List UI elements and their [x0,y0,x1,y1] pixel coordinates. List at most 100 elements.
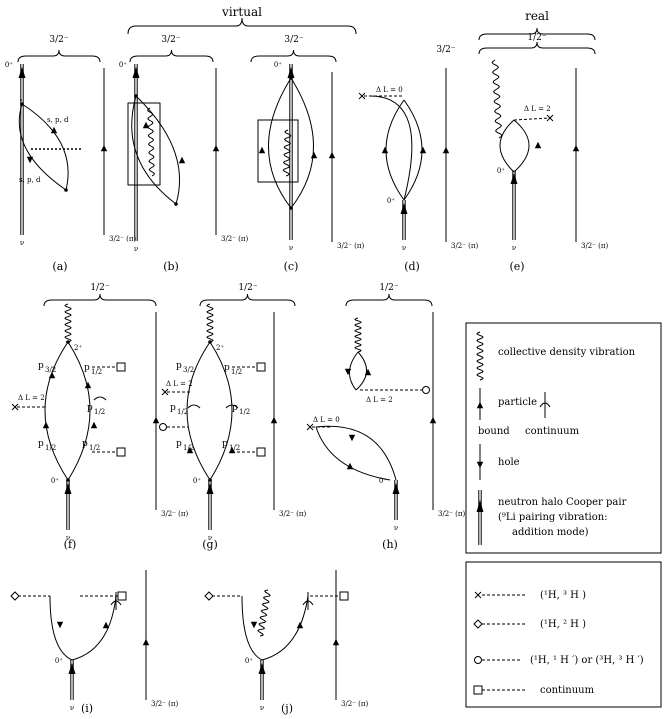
proton-arrow-icon [152,416,160,424]
box-frame [127,102,161,186]
delta-l2-label: Δ L = 2 [524,105,551,113]
real-bracket [478,27,596,41]
legend-cooper-label-1: neutron halo Cooper pair [498,497,627,508]
arrow-head-icon [346,462,354,470]
cross-icon [474,591,482,599]
fermion-line [241,595,309,661]
spd-label-bottom: s, p, d [19,176,41,184]
arrow-head-icon [84,381,92,389]
zero-plus-label: 0⁺ [193,477,201,485]
legend-continuum-label: continuum [525,426,580,437]
fermion-line [18,103,67,191]
spin-label-a: 3/2⁻ [49,35,68,45]
continuum-arc-icon [93,396,107,401]
p12-label: p [82,439,88,449]
cooper-arrow-icon [64,483,72,494]
real-label: real [525,9,549,23]
zero-plus-label: 0⁺ [51,477,59,485]
fermion-line [513,119,530,173]
cross-icon [11,403,19,411]
cooper-arrow-icon [68,663,76,674]
p12-label: p [176,439,182,449]
legend-cooper-label-3: addition mode) [512,527,589,538]
arrow-head-icon [476,461,484,469]
bracket-a [17,49,101,63]
vibration-wavy-line [206,303,214,343]
vertex-dot [289,76,293,80]
zero-plus-label: 0⁺ [245,657,253,665]
cross-icon [358,92,366,100]
two-plus-label: 2⁺ [216,344,224,352]
two-plus-label: 2⁺ [74,344,82,352]
bracket-b [129,49,214,63]
p12-sub: 1/2 [229,444,240,452]
proton-arrow-icon [442,146,450,154]
cooper-arrow-icon [206,483,214,494]
fermion-line [499,119,515,173]
bracket-c [250,49,337,63]
delta-l2-label: Δ L = 2 [366,396,393,404]
cooper-arrow-icon [18,67,26,78]
arrow-head-icon [50,126,58,134]
legend-particle-label: particle [498,397,537,408]
p12-label: p [38,439,44,449]
p12-sub: 1/2 [91,368,102,376]
p12-label: p [222,439,228,449]
p12-label: p [232,403,238,413]
cooper-arrow-icon [132,67,140,78]
arrow-head-icon [186,446,194,454]
caption-1: (b) [163,260,179,273]
final-state-label: 3/2⁻ (π) [581,242,609,250]
fermion-line [67,341,91,481]
fermion-line [369,95,413,201]
final-state-label: 3/2⁻ (π) [161,510,189,518]
arrow-head-icon [26,156,34,164]
proton-arrow-icon [572,144,580,152]
p32-sub: 3/2 [45,366,56,374]
arrow-head-icon [90,421,98,429]
p12-sub: 1/2 [183,444,194,452]
proton-arrow-icon [429,416,437,424]
final-state-label: 3/2⁻ (π) [438,510,466,518]
fermion-line [49,595,117,661]
fermion-line [349,351,359,391]
legend-vibration-label: collective density vibration [498,347,636,358]
nu-label: ν [394,524,398,532]
vibration-wavy-line [491,59,503,139]
vibration-wavy-line [282,129,292,177]
p12-sub: 1/2 [94,408,105,416]
arrow-head-icon [348,434,356,442]
p32-sub: 3/2 [183,366,194,374]
virtual-label: virtual [221,5,262,19]
diamond-icon [10,591,20,601]
square-icon [117,591,127,601]
cross-icon [161,388,169,396]
bracket-g [199,293,296,307]
final-state-label: 3/2⁻ (π) [341,700,369,708]
caption-0: (a) [52,260,67,273]
vibration-wavy-line [354,317,362,353]
fermion-line [315,425,397,481]
proton-arrow-icon [270,416,278,424]
final-state-label: 3/2⁻ (π) [221,235,249,243]
diamond-icon [204,591,214,601]
zero-plus-label: 0⁺ [379,477,387,485]
p12-sub: 1/2 [45,444,56,452]
vertex-dot [20,102,24,106]
nu-label: ν [20,239,24,247]
p12-label: p [170,403,176,413]
arrow-head-icon [344,368,352,376]
p32-label: p [38,361,44,371]
fermion-line [355,351,367,391]
delta-l0-label: Δ L = 0 [313,416,340,424]
zero-plus-label: 0⁺ [274,61,282,69]
circle-icon [422,386,430,394]
square-icon [256,447,266,457]
arrow-head-icon [364,368,372,376]
p12-label: p [224,363,230,373]
p12-label: p [87,403,93,413]
vertex-dot [134,94,138,98]
spin-label-e: 1/2⁻ [527,33,546,43]
p32-label: p [176,361,182,371]
